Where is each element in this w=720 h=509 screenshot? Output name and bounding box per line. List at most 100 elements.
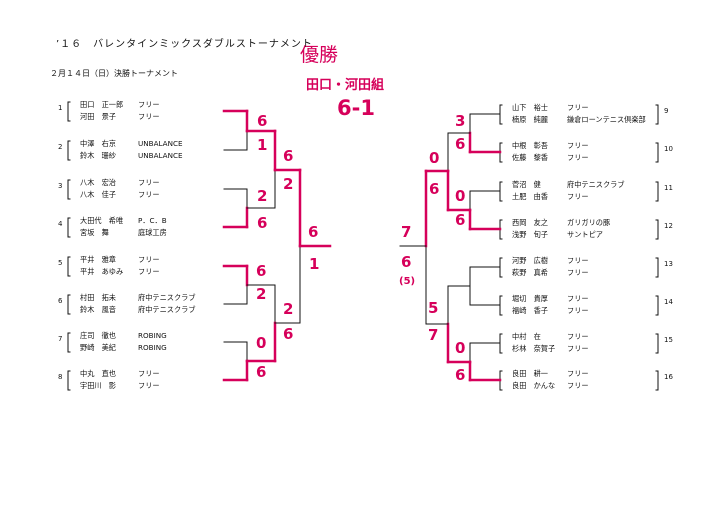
player-name: 中澤 右京	[80, 139, 116, 148]
player-club: フリー	[567, 381, 589, 390]
right-r2-score-1: 0	[429, 149, 440, 167]
player-club: フリー	[138, 178, 160, 187]
left-player-6-1: 村田 拓未府中テニスクラブ	[80, 293, 196, 302]
player-name: 平井 あゆみ	[80, 267, 124, 276]
player-name: 野崎 美紀	[80, 343, 116, 352]
player-club: ガリガリの豚	[567, 218, 611, 227]
left-r1-score-1: 6	[257, 112, 268, 130]
right-player-1-2: 楠原 純麗 鎌倉ローンテニス倶楽部	[512, 115, 646, 124]
right-r1-score-1: 3	[455, 112, 466, 130]
right-r2-score-2: 6	[429, 180, 440, 198]
player-name: 田口 正一郎	[80, 100, 124, 109]
winner-heading: 優勝	[300, 44, 339, 66]
winner-team: 田口・河田組	[306, 78, 385, 93]
left-r2-score-3: 2	[283, 300, 294, 318]
player-club: 府中テニスクラブ	[567, 180, 625, 189]
right-player-4-1: 西岡 友之 ガリガリの豚	[512, 218, 610, 227]
left-seed-3: 3	[58, 182, 63, 190]
right-sf-score-2: 6	[401, 253, 412, 271]
player-club: UNBALANCE	[138, 139, 183, 148]
player-name: 村田 拓未	[80, 293, 116, 302]
player-club: 庭球工房	[138, 228, 167, 237]
left-seed-1: 1	[58, 104, 63, 112]
right-player-3-2: 土肥 由香 フリー	[512, 192, 589, 201]
player-name: 福崎 香子	[512, 306, 548, 315]
left-player-3-2: 八木 佳子フリー	[80, 190, 160, 199]
right-player-5-1: 河野 広樹フリー	[512, 256, 589, 265]
player-name: 楠原 純麗	[512, 115, 548, 124]
player-club: 鎌倉ローンテニス倶楽部	[567, 115, 646, 124]
right-r1-score-7: 0	[455, 339, 466, 357]
player-club: フリー	[567, 103, 589, 112]
right-seed-3: 11	[664, 184, 673, 192]
left-r2-score-4: 6	[283, 325, 294, 343]
left-player-6-2: 鈴木 風音府中テニスクラブ	[80, 305, 196, 314]
right-seed-4: 12	[664, 222, 673, 230]
player-club: 府中テニスクラブ	[138, 305, 196, 314]
right-player-1-1: 山下 裕士フリー	[512, 103, 589, 112]
right-r2-score-4: 7	[428, 326, 439, 344]
right-player-7-2: 杉林 奈賀子フリー	[512, 344, 589, 353]
tournament-subtitle: ２月１４日（日）決勝トーナメント	[50, 69, 178, 78]
left-seed-8: 8	[58, 373, 63, 381]
player-club: フリー	[567, 344, 589, 353]
left-r1-score-4: 6	[257, 214, 268, 232]
player-club: フリー	[567, 306, 589, 315]
player-name: 土肥 由香	[512, 192, 548, 201]
player-club: フリー	[567, 256, 589, 265]
player-club: フリー	[138, 369, 160, 378]
player-name: 宇田川 影	[80, 381, 116, 390]
player-club: フリー	[138, 112, 160, 121]
player-name: 中根 彰吾	[512, 141, 548, 150]
player-club: フリー	[567, 268, 589, 277]
player-club: フリー	[138, 100, 160, 109]
right-seed-7: 15	[664, 336, 673, 344]
right-seed-5: 13	[664, 260, 673, 268]
player-name: 浅野 旬子	[512, 230, 548, 239]
right-r1-score-3: 0	[455, 187, 466, 205]
left-seed-5: 5	[58, 259, 63, 267]
player-name: 河田 景子	[80, 112, 116, 121]
right-r1-score-4: 6	[455, 211, 466, 229]
player-name: 中丸 直也	[80, 369, 116, 378]
player-name: 宮坂 舞	[80, 228, 109, 237]
right-player-2-2: 佐藤 黎香フリー	[512, 153, 589, 162]
left-player-7-2: 野崎 美紀 ROBING	[80, 343, 167, 352]
player-club: サントピア	[567, 230, 603, 239]
player-name: 佐藤 黎香	[512, 153, 548, 162]
player-name: 平井 雅章	[80, 255, 116, 264]
right-sf-tiebreak-note: (5)	[399, 276, 416, 287]
right-sf-score-1: 7	[401, 223, 412, 241]
player-name: 良田 耕一	[512, 369, 548, 378]
player-name: 鈴木 珊紗	[80, 151, 116, 160]
player-name: 良田 かんな	[512, 381, 556, 390]
right-player-8-1: 良田 耕一フリー	[512, 369, 589, 378]
right-r1-score-2: 6	[455, 135, 466, 153]
left-player-5-2: 平井 あゆみフリー	[80, 267, 160, 276]
left-seed-6: 6	[58, 297, 63, 305]
player-name: 西岡 友之	[512, 218, 548, 227]
left-r1-score-8: 6	[256, 363, 267, 381]
player-club: フリー	[138, 190, 160, 199]
right-player-6-2: 福崎 香子 フリー	[512, 306, 589, 315]
player-club: フリー	[138, 255, 160, 264]
player-club: ROBING	[138, 343, 167, 352]
right-seed-6: 14	[664, 298, 673, 306]
left-seed-2: 2	[58, 143, 63, 151]
player-name: 萩野 真希	[512, 268, 548, 277]
left-player-8-1: 中丸 直也 フリー	[80, 369, 160, 378]
tournament-title: ’１６ バレンタインミックスダブルストーナメント	[56, 39, 313, 50]
left-seed-4: 4	[58, 220, 63, 228]
right-player-4-2: 浅野 旬子 サントピア	[512, 230, 603, 239]
right-seed-8: 16	[664, 373, 673, 381]
player-club: フリー	[567, 192, 589, 201]
right-player-8-2: 良田 かんな フリー	[512, 381, 589, 390]
left-r1-score-5: 6	[256, 262, 267, 280]
right-seed-2: 10	[664, 145, 673, 153]
left-player-1-2: 河田 景子 フリー	[80, 112, 160, 121]
final-score: 6-1	[337, 96, 375, 120]
